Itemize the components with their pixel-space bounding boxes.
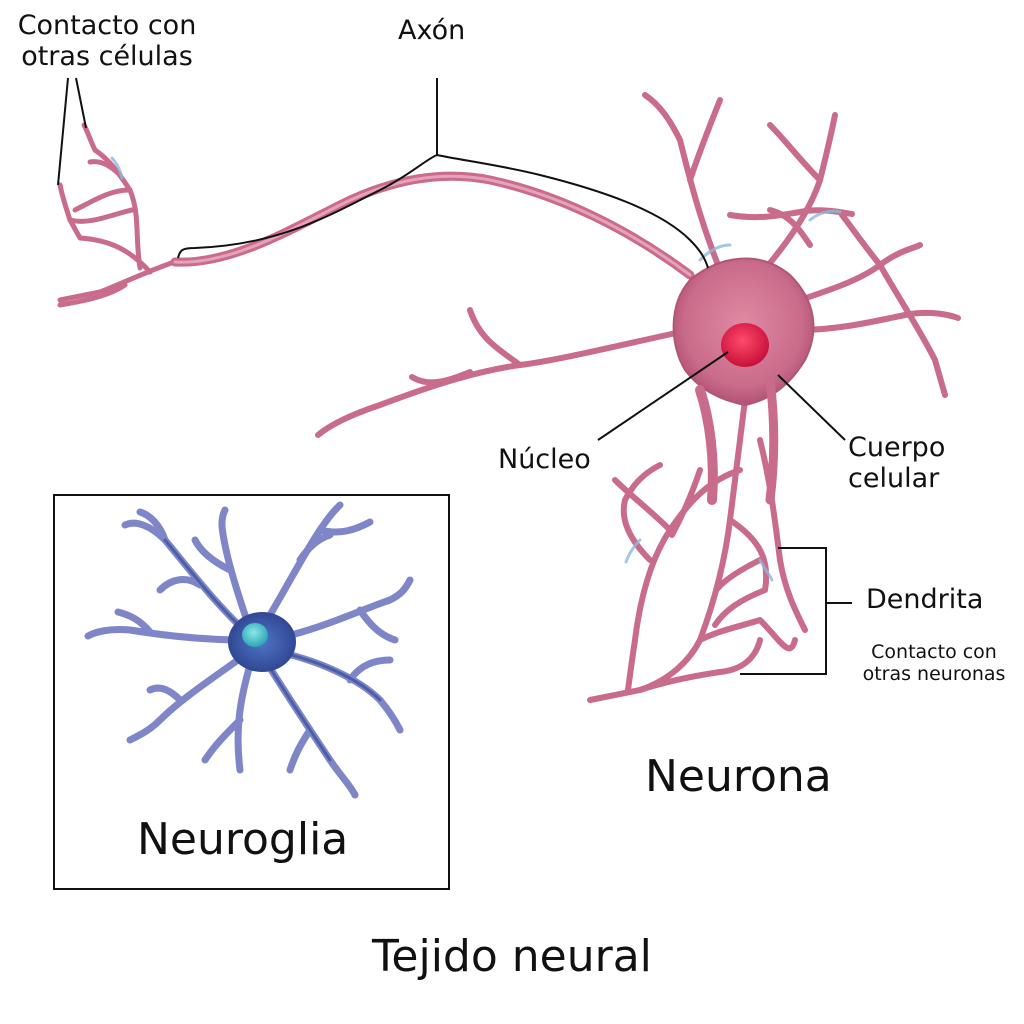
axon-terminals bbox=[57, 122, 183, 308]
neuroglia-frame bbox=[53, 494, 450, 890]
leader-lines bbox=[57, 77, 852, 675]
label-axon: Axón bbox=[398, 15, 466, 46]
label-line: Contacto con bbox=[871, 641, 997, 663]
nucleus bbox=[721, 323, 769, 367]
label-line: Cuerpo bbox=[848, 432, 946, 463]
label-neuroglia: Neuroglia bbox=[137, 814, 349, 865]
label-contact-other-cells: Contacto con otras células bbox=[12, 10, 202, 72]
glia-nucleus bbox=[242, 623, 268, 647]
label-line: Contacto con bbox=[17, 10, 197, 41]
dendrites bbox=[315, 92, 961, 703]
label-dendrite: Dendrita bbox=[866, 584, 984, 615]
label-line: otras neuronas bbox=[862, 662, 1006, 685]
label-line: celular bbox=[848, 463, 940, 495]
label-contact-other-neurons: Contacto con otras neuronas bbox=[846, 641, 1022, 686]
neuroglia-illustration bbox=[84, 501, 414, 799]
label-cell-body: Cuerpo celular bbox=[848, 432, 945, 494]
label-neural-tissue: Tejido neural bbox=[372, 931, 652, 982]
label-line: otras células bbox=[21, 41, 193, 73]
label-nucleus: Núcleo bbox=[498, 444, 591, 475]
label-neuron: Neurona bbox=[645, 751, 832, 802]
neuron-illustration bbox=[57, 92, 961, 703]
